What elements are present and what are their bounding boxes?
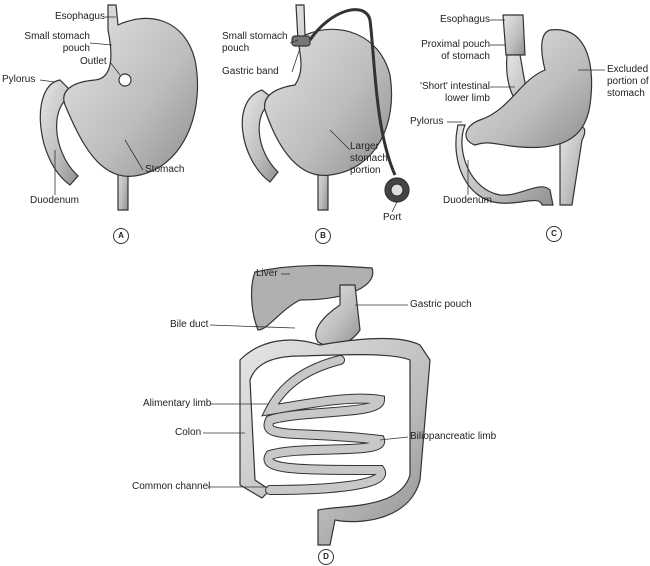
panel-a-stomach [39,4,199,211]
label-pylorus-c: Pylorus [410,116,444,127]
label-colon: Colon [175,427,202,438]
label-gastric-band: Gastric band [222,66,279,77]
label-duodenum-c: Duodenum [443,195,492,206]
label-larger-portion: Larger stomach portion [350,141,388,176]
label-esophagus-c: Esophagus [439,14,490,25]
label-small-pouch-a: Small stomach pouch [24,31,90,54]
label-port: Port [383,212,402,223]
panel-b-stomach [241,4,410,211]
label-short-limb: 'Short' intestinal lower limb [420,81,490,104]
label-outlet: Outlet [80,56,107,67]
label-esophagus-a: Esophagus [54,11,105,22]
label-pylorus-a: Pylorus [2,74,36,85]
leader-lines [39,16,605,488]
label-alimentary-limb: Alimentary limb [143,398,212,409]
label-gastric-pouch: Gastric pouch [410,299,472,310]
panel-c-stomach [455,14,593,206]
panel-letter-b: B [315,228,331,244]
panel-d-anatomy [239,264,431,546]
label-proximal-pouch: Proximal pouch of stomach [421,39,490,62]
label-liver: Liver [256,268,278,279]
label-bile-duct: Bile duct [170,319,209,330]
panel-letter-c: C [546,226,562,242]
panel-letter-a: A [113,228,129,244]
label-small-pouch-b: Small stomach pouch [222,31,288,54]
label-stomach: Stomach [145,164,185,175]
label-duodenum-a: Duodenum [30,195,79,206]
label-excluded-portion: Excluded portion of stomach [607,64,649,99]
label-biliopancreatic-limb: Biliopancreatic limb [410,431,497,442]
panel-letter-d: D [318,549,334,565]
label-common-channel: Common channel [132,481,211,492]
